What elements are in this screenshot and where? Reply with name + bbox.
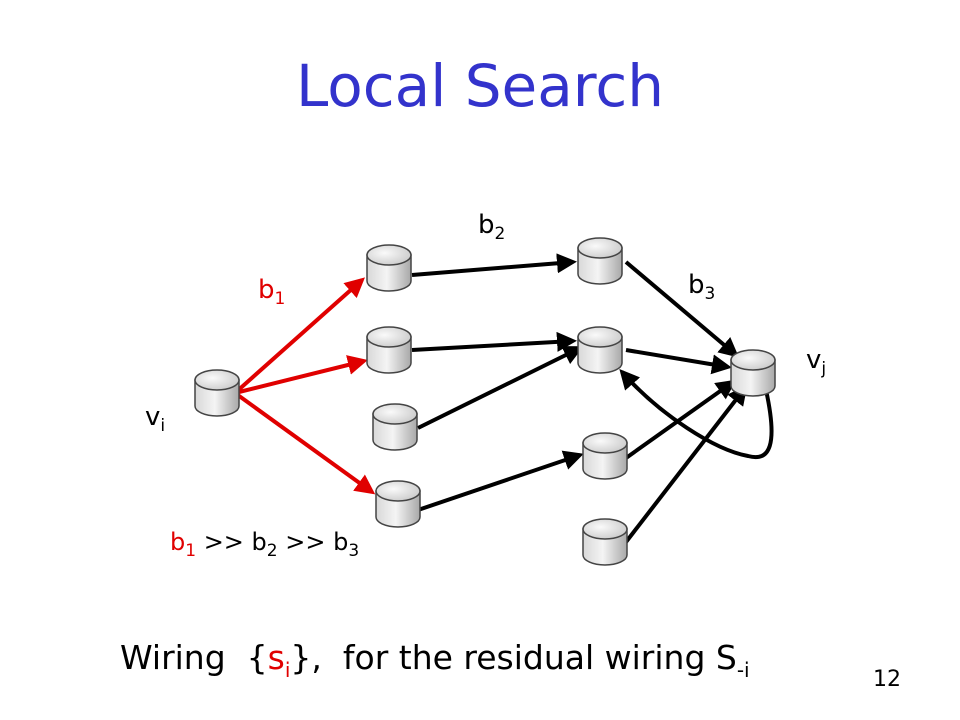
label-b3: b3 — [688, 270, 716, 304]
label-b1: b1 — [258, 275, 286, 309]
node-a4 — [375, 480, 421, 528]
ordering-text: b1 >> b2 >> b3 — [170, 528, 360, 561]
node-b3 — [582, 432, 628, 480]
node-b1 — [577, 237, 623, 285]
node-a2 — [366, 326, 412, 374]
label-b2: b2 — [478, 210, 506, 244]
edge-b1-vj — [624, 260, 740, 358]
page-number: 12 — [873, 667, 901, 692]
edge-b4-vj — [624, 384, 748, 544]
node-b2 — [577, 326, 623, 374]
edge-a3-b2 — [417, 346, 584, 430]
node-vj — [730, 349, 776, 397]
edge-vi-a4 — [233, 391, 376, 495]
black-edges — [411, 253, 774, 544]
label-vi: vi — [145, 402, 166, 436]
edge-vi-a2 — [234, 355, 368, 395]
node-vi — [194, 369, 240, 417]
edge-b2-vj — [625, 348, 732, 375]
caption: Wiring {si}, for the residual wiring S-i — [120, 638, 750, 682]
slide-title: Local Search — [295, 52, 665, 120]
edge-a2-b2 — [411, 331, 577, 352]
edge-b3-vj — [624, 379, 737, 460]
edge-vi-a1 — [233, 277, 365, 395]
edge-a4-b3 — [417, 450, 584, 512]
edge-a1-b1 — [411, 253, 577, 277]
node-b4 — [582, 518, 628, 566]
label-vj: vj — [806, 345, 827, 379]
edge-vj-b2-curve — [619, 369, 774, 460]
node-a1 — [366, 244, 412, 292]
red-edges — [233, 277, 376, 495]
node-a3 — [372, 403, 418, 451]
